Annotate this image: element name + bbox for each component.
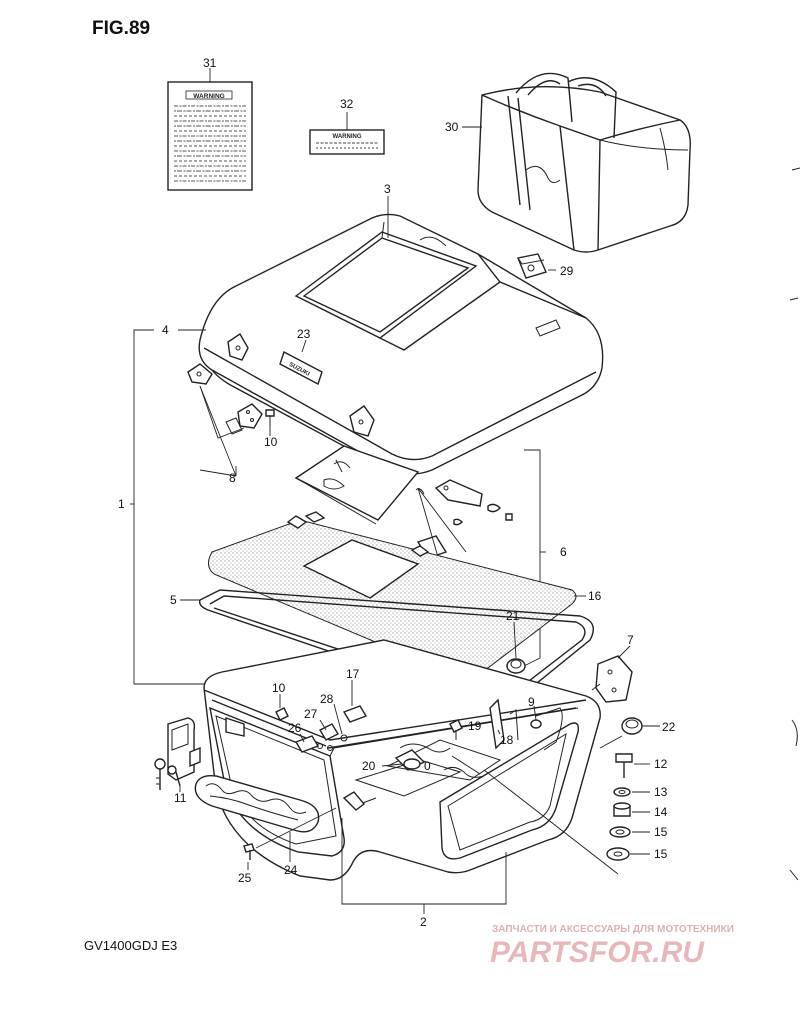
callout-14: 14 <box>654 805 668 819</box>
callout-31: 31 <box>203 56 217 70</box>
callout-26: 26 <box>288 721 302 735</box>
lock-11 <box>154 717 201 790</box>
lid-cover: SUZUKI <box>198 213 604 475</box>
watermark-brand: PARTSFOR.RU <box>490 936 705 969</box>
plug-21 <box>506 658 526 674</box>
callout-20: 20 <box>362 759 376 773</box>
callout-2: 2 <box>420 915 427 929</box>
callout-9: 9 <box>528 695 535 709</box>
callout-16: 16 <box>588 589 602 603</box>
callout-10-lid: 10 <box>264 435 278 449</box>
callout-18: 18 <box>500 733 514 747</box>
callout-24: 24 <box>284 863 298 877</box>
warning-label-large-text: WARNING <box>193 93 224 100</box>
callout-5: 5 <box>170 593 177 607</box>
callout-28: 28 <box>320 692 334 706</box>
internal-small-parts <box>275 705 426 771</box>
callout-15-a: 15 <box>654 825 668 839</box>
callout-4: 4 <box>162 323 169 337</box>
callout-19: 19 <box>468 719 482 733</box>
callout-22: 22 <box>662 720 676 734</box>
callout-13: 13 <box>654 785 668 799</box>
callout-21: 21 <box>506 609 520 623</box>
callout-27: 27 <box>304 707 318 721</box>
callout-7: 7 <box>627 633 634 647</box>
figure-title: FIG.89 <box>92 18 150 39</box>
callout-1: 1 <box>118 497 125 511</box>
screw-25 <box>243 843 255 860</box>
callout-25: 25 <box>238 871 252 885</box>
callout-29: 29 <box>560 264 574 278</box>
latch-bracket-7 <box>591 655 633 703</box>
bolt-and-washers <box>606 753 633 861</box>
lid-inner-frame <box>294 445 420 525</box>
callout-10-case: 10 <box>272 681 286 695</box>
inner-bag <box>477 72 691 253</box>
model-code: GV1400GDJ E3 <box>84 938 177 953</box>
callout-17: 17 <box>346 667 360 681</box>
warning-label-small: WARNING <box>309 129 385 155</box>
callout-32: 32 <box>340 97 354 111</box>
grommet-22 <box>621 717 643 735</box>
callout-11: 11 <box>174 791 187 805</box>
callout-15-b: 15 <box>654 847 668 861</box>
callout-12: 12 <box>654 757 668 771</box>
callout-30: 30 <box>445 120 459 134</box>
callout-23: 23 <box>297 327 311 341</box>
lid-bracket-set <box>187 363 275 435</box>
callout-3: 3 <box>384 182 391 196</box>
watermark-tagline: ЗАПЧАСТИ И АКСЕССУАРЫ ДЛЯ МОТОТЕХНИКИ <box>492 924 734 935</box>
warning-label-small-text: WARNING <box>333 134 362 140</box>
clip-29 <box>517 253 547 279</box>
callout-8: 8 <box>229 471 236 485</box>
callout-6: 6 <box>560 545 567 559</box>
callout-0: 0 <box>424 759 431 773</box>
script-emblem-24 <box>194 774 320 833</box>
warning-label-large: WARNING <box>167 81 253 191</box>
